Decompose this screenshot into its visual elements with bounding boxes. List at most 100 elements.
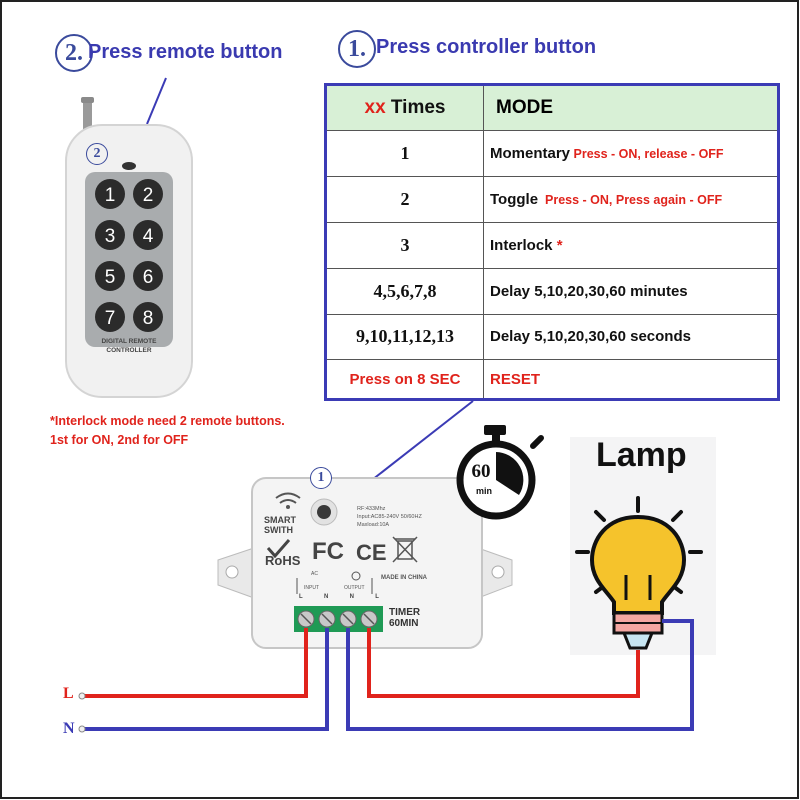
- live-label: L: [63, 685, 74, 702]
- row-count: 3: [325, 221, 484, 269]
- remote-button-label: 4: [143, 226, 154, 247]
- mode-table-header: xx Times MODE: [325, 84, 779, 131]
- remote-button[interactable]: 1: [95, 179, 125, 209]
- terminal-label: L: [375, 594, 379, 600]
- terminal-labels: L N N L: [299, 594, 379, 600]
- remote-button[interactable]: 8: [133, 302, 163, 332]
- remote-label-line2: CONTROLLER: [106, 347, 152, 354]
- row-count: 9,10,11,12,13: [325, 313, 484, 361]
- mode-table: xx Times MODE 1 Momentary Press - ON, re…: [324, 83, 780, 401]
- spec-line1: RF:433Mhz: [357, 506, 386, 512]
- row-mode: Interlock *: [483, 221, 779, 269]
- step2-text: Press remote button: [88, 41, 283, 63]
- row-mode: RESET: [483, 359, 779, 400]
- row-mode-note: *: [552, 236, 563, 254]
- spec-line3: Maxload:10A: [357, 522, 390, 528]
- row-mode-note: Press - ON, release - OFF: [570, 146, 724, 161]
- row-mode: Toggle Press - ON, Press again - OFF: [483, 175, 779, 223]
- table-row: Press on 8 SEC RESET: [325, 359, 779, 400]
- output-label: OUTPUT: [344, 585, 365, 591]
- controller-brand-line2: SWITH: [264, 525, 293, 535]
- timer-icon-number: 60: [471, 461, 491, 482]
- step2-number: 2.: [55, 34, 93, 72]
- remote-button-label: 5: [105, 267, 116, 288]
- remote-button-cap: [133, 179, 163, 209]
- remote-button[interactable]: 5: [95, 261, 125, 291]
- remote-button-label: 8: [143, 308, 154, 329]
- remote-button-label: 2: [143, 185, 154, 206]
- controller-specs: RF:433Mhz Input:AC85-240V 50/60HZ Maxloa…: [357, 505, 422, 529]
- ce-mark: CE: [356, 540, 387, 565]
- header-count-label: Times: [385, 97, 446, 118]
- row-mode-label: Toggle: [490, 190, 539, 208]
- remote-button-cap: [95, 261, 125, 291]
- row-mode-note: Press - ON, Press again - OFF: [538, 192, 723, 207]
- controller-device: [217, 477, 513, 649]
- check-icon: [266, 539, 291, 559]
- input-label: INPUT: [304, 585, 319, 591]
- terminal-label: L: [299, 594, 303, 600]
- remote-button-cap: [95, 302, 125, 332]
- interlock-note: *Interlock mode need 2 remote buttons. 1…: [50, 412, 285, 450]
- remote-button-label: 7: [105, 308, 116, 329]
- remote-led: [122, 162, 136, 170]
- step1-text: Press controller button: [376, 36, 597, 58]
- row-count: 1: [325, 130, 484, 177]
- made-in-label: MADE IN CHINA: [381, 575, 427, 581]
- remote-button[interactable]: 3: [95, 220, 125, 250]
- controller-brand-line1: SMART: [264, 515, 296, 525]
- ac-label: AC: [311, 571, 318, 577]
- remote-button[interactable]: 6: [133, 261, 163, 291]
- table-row: 2 Toggle Press - ON, Press again - OFF: [325, 175, 779, 223]
- row-count: 2: [325, 175, 484, 223]
- neutral-wire: [82, 619, 694, 731]
- remote-marker: 2: [86, 143, 108, 165]
- header-count-prefix: xx: [364, 97, 386, 118]
- controller-brand: SMART SWITH: [264, 515, 296, 535]
- remote-button-cap: [95, 220, 125, 250]
- step1-number: 1.: [338, 30, 376, 68]
- table-row: 1 Momentary Press - ON, release - OFF: [325, 130, 779, 177]
- table-row: 4,5,6,7,8 Delay 5,10,20,30,60 minutes: [325, 267, 779, 315]
- remote-button[interactable]: 7: [95, 302, 125, 332]
- lamp-title: Lamp: [596, 436, 687, 474]
- timer-icon-unit: min: [475, 486, 492, 496]
- row-count: 4,5,6,7,8: [325, 267, 484, 315]
- rohs-mark: RoHS: [265, 553, 301, 568]
- row-mode: Delay 5,10,20,30,60 minutes: [483, 267, 779, 315]
- remote-button-cap: [133, 261, 163, 291]
- remote-button-label: 6: [143, 267, 154, 288]
- remote-button-cap: [133, 302, 163, 332]
- remote-button[interactable]: 2: [133, 179, 163, 209]
- row-mode-label: Momentary: [490, 144, 571, 162]
- lightbulb-icon: [575, 496, 703, 650]
- fc-mark: FC: [312, 538, 344, 565]
- table-row: 3 Interlock *: [325, 221, 779, 269]
- header-mode: MODE: [483, 84, 779, 131]
- interlock-note-line2: 1st for ON, 2nd for OFF: [50, 433, 189, 447]
- interlock-note-line1: *Interlock mode need 2 remote buttons.: [50, 414, 285, 428]
- remote-antenna: [83, 98, 92, 132]
- row-mode-label: Interlock: [490, 236, 553, 254]
- header-count: xx Times: [325, 84, 484, 131]
- timer-label-line2: 60MIN: [389, 618, 419, 629]
- neutral-label: N: [63, 720, 75, 737]
- wifi-icon: [275, 492, 301, 509]
- controller-button: [317, 505, 331, 519]
- remote-button[interactable]: 4: [133, 220, 163, 250]
- row-mode: Momentary Press - ON, release - OFF: [483, 130, 779, 177]
- table-row: 9,10,11,12,13 Delay 5,10,20,30,60 second…: [325, 313, 779, 361]
- row-mode: Delay 5,10,20,30,60 seconds: [483, 313, 779, 361]
- remote-pointer-line: [146, 77, 167, 125]
- remote-button-cap: [95, 179, 125, 209]
- terminal-label: N: [349, 594, 354, 600]
- timer-label: TIMER 60MIN: [389, 607, 420, 629]
- terminal-screws: [297, 610, 378, 628]
- terminal-label: N: [323, 594, 329, 600]
- live-wire: [82, 628, 640, 698]
- controller-marker: 1: [310, 467, 332, 489]
